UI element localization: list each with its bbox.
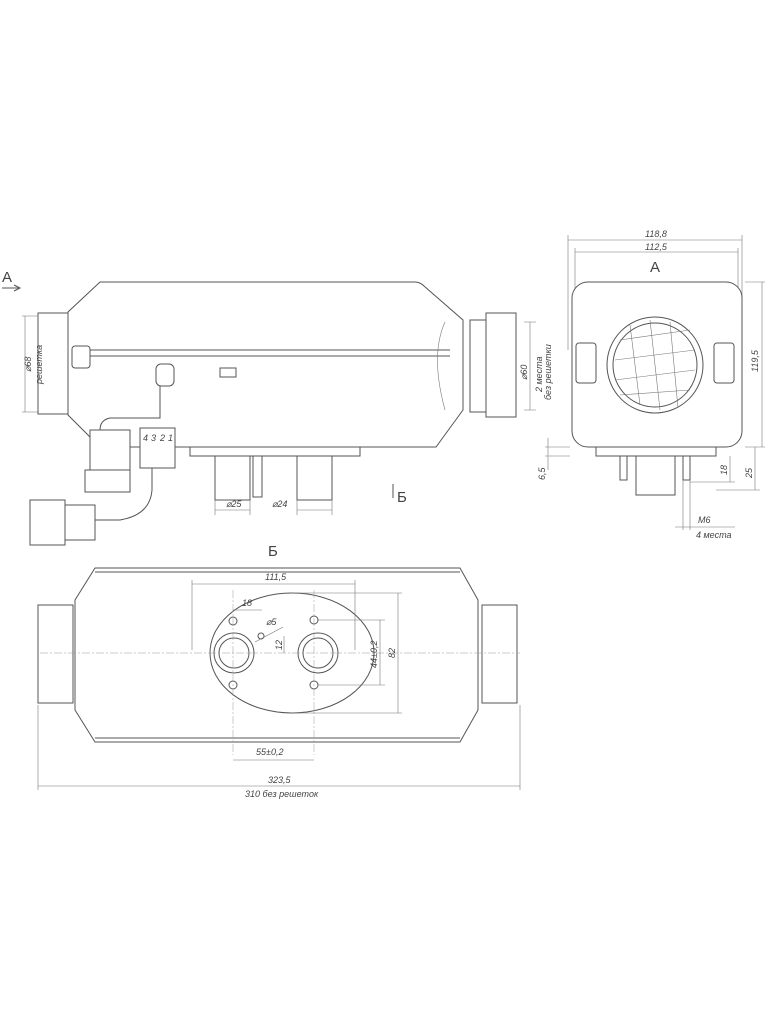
- view-b-title: Б: [268, 543, 278, 560]
- dim-pipe2: ⌀24: [272, 499, 287, 509]
- dim-width-outer: 118,8: [645, 229, 667, 239]
- dim-total-length: 323,5: [268, 775, 292, 785]
- dim-height: 119,5: [750, 349, 760, 372]
- front-view: 118,8 112,5 А 119,5 6,5 18 25 М6 4 места: [537, 229, 765, 540]
- dim-flange-height: 82: [387, 648, 397, 658]
- pin-label: 1: [168, 433, 173, 443]
- intake-grille: [37, 312, 69, 415]
- mount-plate: [189, 446, 361, 457]
- view-a-title: А: [650, 259, 660, 276]
- dim-small-hole: ⌀5: [266, 617, 277, 627]
- dim-hole-spacing-v: 44±0,2: [369, 641, 379, 668]
- bottom-view: Б 111,5 18 ⌀5 12 44±0,2 82 55±0,2 323,5 …: [37, 543, 521, 799]
- dim-bottom: 25: [744, 467, 754, 479]
- pin-label: 3: [151, 433, 156, 443]
- dim-stud-len: 18: [719, 465, 729, 475]
- pin-label: 2: [159, 433, 165, 443]
- dim-hole-offset: 18: [242, 598, 252, 608]
- dim-pipe1: ⌀25: [226, 499, 242, 509]
- dim-grille-dia: ⌀68: [23, 357, 33, 372]
- dim-outlet-dia: ⌀60: [519, 365, 529, 380]
- dim-width-inner: 112,5: [645, 242, 668, 252]
- dim-outlet-note-1: 2 места: [534, 357, 544, 393]
- pin-label: 4: [143, 433, 148, 443]
- dim-flange-width: 111,5: [265, 572, 287, 582]
- connector: [139, 427, 176, 469]
- heater-body: [67, 281, 464, 448]
- dim-thread-note: 4 места: [696, 530, 731, 540]
- dim-small-hole-offset: 12: [274, 640, 284, 650]
- view-a-arrow-label: А: [2, 269, 12, 286]
- dim-hole-spacing-h: 55±0,2: [256, 747, 283, 757]
- side-view: А ⌀68 решетка ⌀60 2 места без решетки ⌀2…: [2, 269, 553, 546]
- dim-length-note: 310 без решеток: [245, 789, 319, 799]
- section-b-arrow-label: Б: [397, 489, 407, 506]
- dim-thread: М6: [698, 515, 711, 525]
- dim-grille-note: решетка: [34, 345, 44, 385]
- dim-plate: 6,5: [537, 466, 547, 480]
- dim-outlet-note-2: без решетки: [543, 344, 553, 400]
